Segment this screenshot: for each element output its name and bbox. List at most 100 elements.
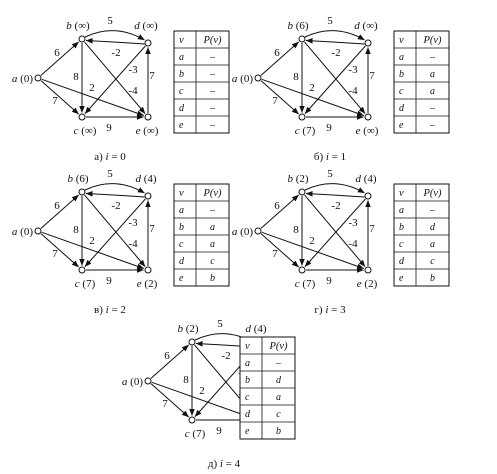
- edge-a-e: [151, 381, 255, 419]
- edge-a-c: [260, 233, 299, 268]
- node-label-c: c (7): [75, 278, 96, 290]
- table-cell: c: [210, 256, 215, 267]
- table-cell: b: [210, 273, 215, 284]
- edge-b-e: [84, 41, 146, 114]
- edge-a-c: [260, 80, 299, 115]
- panel-caption: д) i = 4: [208, 458, 241, 470]
- edge-weight-e-d: 7: [149, 223, 155, 235]
- edge-weight-d-c: -3: [348, 64, 358, 76]
- edge-weight-a-e: 2: [89, 82, 95, 94]
- node-b: [78, 35, 86, 43]
- table-cell: d: [399, 256, 405, 267]
- table-cell: d: [276, 375, 282, 386]
- node-label-a: a (0): [232, 73, 253, 85]
- table-header: v: [179, 188, 184, 199]
- edge-b-e: [304, 194, 366, 267]
- table-header: P(v): [202, 35, 222, 46]
- table-cell: c: [245, 392, 250, 403]
- table-cell: –: [209, 86, 216, 97]
- table-cell: c: [430, 256, 435, 267]
- node-label-c: c (7): [295, 278, 316, 290]
- table-cell: b: [399, 222, 404, 233]
- edge-weight-a-e: 2: [199, 385, 205, 397]
- table-header: v: [179, 35, 184, 46]
- edge-weight-b-e: -4: [348, 238, 358, 250]
- table-header: P(v): [422, 35, 442, 46]
- edge-weight-a-c: 7: [272, 248, 278, 260]
- table-cell: c: [399, 239, 404, 250]
- node-label-e: e (2): [357, 278, 378, 290]
- edge-weight-b-d: 5: [217, 318, 223, 330]
- table-cell: a: [430, 239, 435, 250]
- node-label-d: d (4): [245, 323, 266, 335]
- node-a: [34, 227, 42, 235]
- edge-a-e: [261, 231, 365, 269]
- table-cell: a: [430, 86, 435, 97]
- node-label-a: a (0): [232, 226, 253, 238]
- edge-weight-a-c: 7: [52, 95, 58, 107]
- edge-weight-b-d: 5: [107, 15, 113, 27]
- node-d: [364, 192, 372, 200]
- node-label-c: c (7): [295, 125, 316, 137]
- edge-weight-b-e: -4: [128, 238, 138, 250]
- edge-a-b: [150, 344, 189, 379]
- edge-b-d: [84, 183, 145, 194]
- table-cell: c: [399, 86, 404, 97]
- edge-b-d: [84, 30, 145, 41]
- edge-b-e: [304, 41, 366, 114]
- table-cell: b: [179, 69, 184, 80]
- table-header: v: [245, 341, 250, 352]
- table-cell: c: [276, 409, 281, 420]
- edge-d-c: [304, 198, 366, 267]
- edge-a-b: [260, 41, 299, 76]
- edge-weight-a-e: 2: [89, 235, 95, 247]
- edge-weight-d-b: -2: [331, 200, 340, 212]
- node-c: [298, 266, 306, 274]
- table-cell: a: [399, 52, 404, 63]
- panel-caption: а) i = 0: [94, 151, 126, 163]
- edge-weight-a-e: 2: [309, 82, 315, 94]
- table-cell: –: [209, 205, 216, 216]
- table-cell: b: [245, 375, 250, 386]
- node-label-e: e (∞): [136, 125, 159, 137]
- table-cell: b: [430, 273, 435, 284]
- node-label-a: a (0): [12, 73, 33, 85]
- edge-a-e: [41, 231, 145, 269]
- edge-b-e: [84, 194, 146, 267]
- node-e: [144, 113, 152, 121]
- node-label-d: d (4): [355, 173, 376, 185]
- table-cell: –: [429, 120, 436, 131]
- table-cell: –: [209, 120, 216, 131]
- edge-d-b: [85, 191, 145, 198]
- node-c: [188, 416, 196, 424]
- node-label-b: b (∞): [66, 20, 90, 32]
- edge-d-b: [305, 191, 365, 198]
- edge-a-e: [41, 78, 145, 116]
- edge-weight-b-c: 8: [293, 224, 299, 236]
- node-label-a: a (0): [12, 226, 33, 238]
- edge-weight-d-c: -3: [348, 217, 358, 229]
- edge-weight-d-b: -2: [331, 47, 340, 59]
- table-header: P(v): [422, 188, 442, 199]
- node-label-c: c (∞): [74, 125, 97, 137]
- edge-weight-d-c: -3: [128, 64, 138, 76]
- edge-weight-c-e: 9: [216, 425, 222, 437]
- table-cell: –: [429, 52, 436, 63]
- table-cell: b: [276, 426, 281, 437]
- panel-caption: г) i = 3: [314, 304, 346, 316]
- node-label-b: b (2): [177, 323, 198, 335]
- node-label-e: e (∞): [356, 125, 379, 137]
- table-cell: d: [179, 103, 185, 114]
- node-label-b: b (6): [67, 173, 88, 185]
- edge-weight-a-b: 6: [54, 47, 60, 59]
- table-cell: –: [209, 69, 216, 80]
- node-b: [78, 188, 86, 196]
- table-cell: a: [210, 239, 215, 250]
- table-cell: a: [210, 222, 215, 233]
- edge-weight-a-c: 7: [52, 248, 58, 260]
- table-cell: d: [399, 103, 405, 114]
